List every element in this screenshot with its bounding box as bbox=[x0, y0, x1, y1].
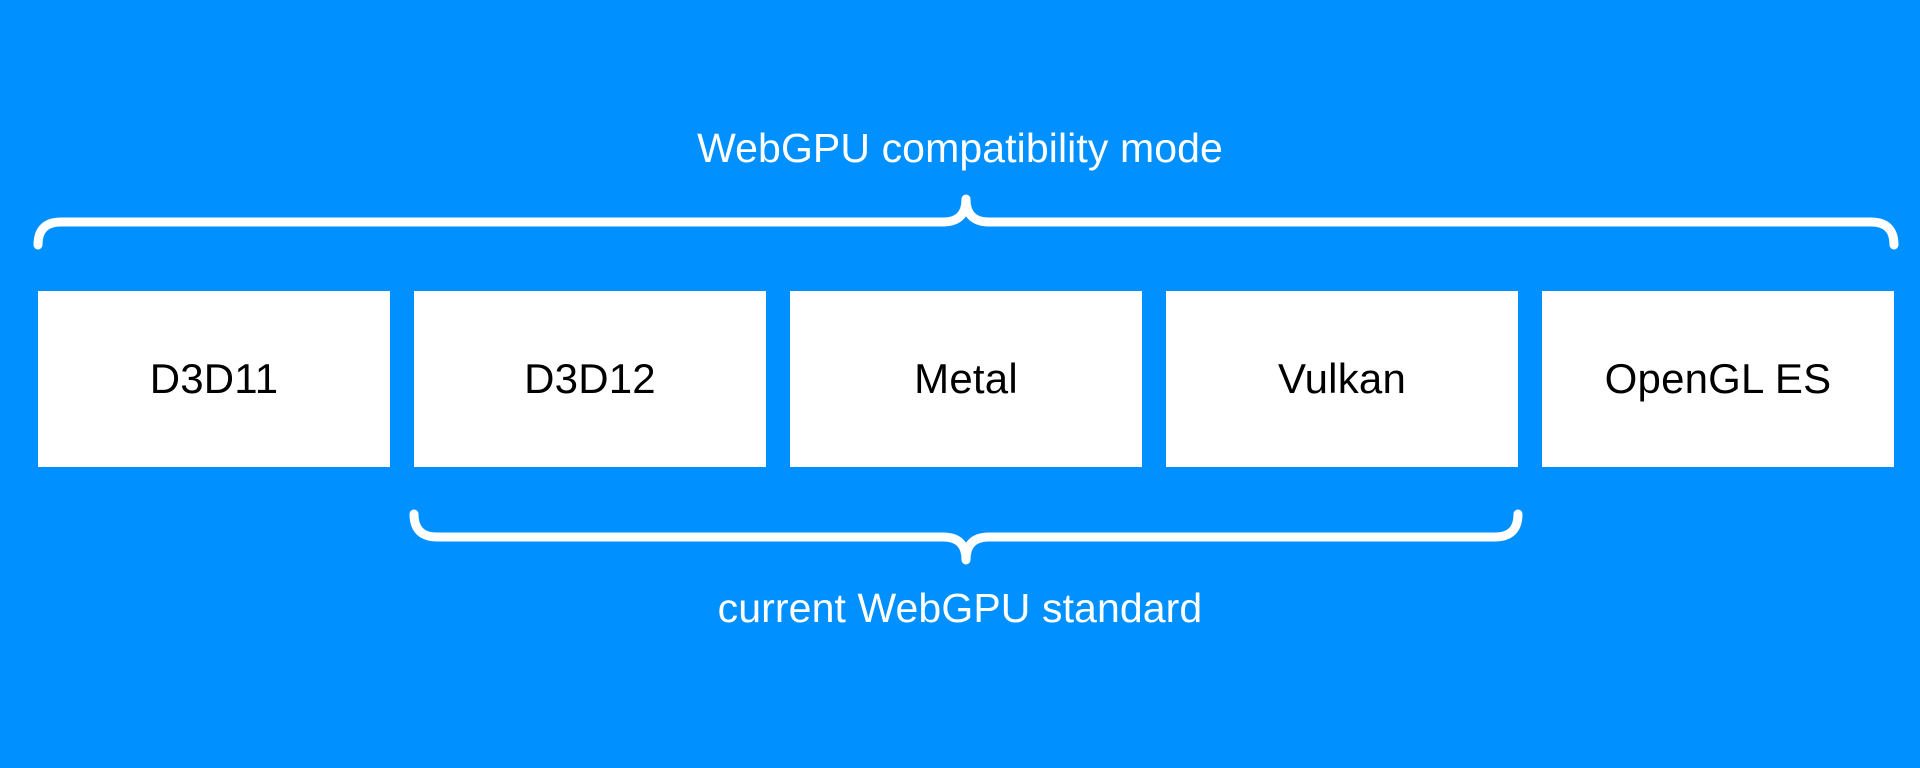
api-box-vulkan[interactable]: Vulkan bbox=[1166, 291, 1518, 467]
api-box-label: D3D12 bbox=[524, 355, 656, 402]
bottom-brace-label: current WebGPU standard bbox=[717, 585, 1203, 631]
api-box-label: D3D11 bbox=[149, 355, 279, 402]
top-brace-icon bbox=[33, 194, 1899, 250]
api-box-opengl-es[interactable]: OpenGL ES bbox=[1542, 291, 1894, 467]
api-box-label: OpenGL ES bbox=[1604, 355, 1832, 402]
api-box-metal[interactable]: Metal bbox=[790, 291, 1142, 467]
api-box-row: D3D11 D3D12 Metal Vulkan OpenGL ES bbox=[38, 291, 1894, 467]
api-box-label: Vulkan bbox=[1277, 355, 1407, 402]
api-box-label: Metal bbox=[914, 355, 1018, 402]
bottom-brace-icon bbox=[409, 509, 1523, 565]
api-box-d3d12[interactable]: D3D12 bbox=[414, 291, 766, 467]
api-box-d3d11[interactable]: D3D11 bbox=[38, 291, 390, 467]
top-brace-label: WebGPU compatibility mode bbox=[697, 125, 1223, 171]
